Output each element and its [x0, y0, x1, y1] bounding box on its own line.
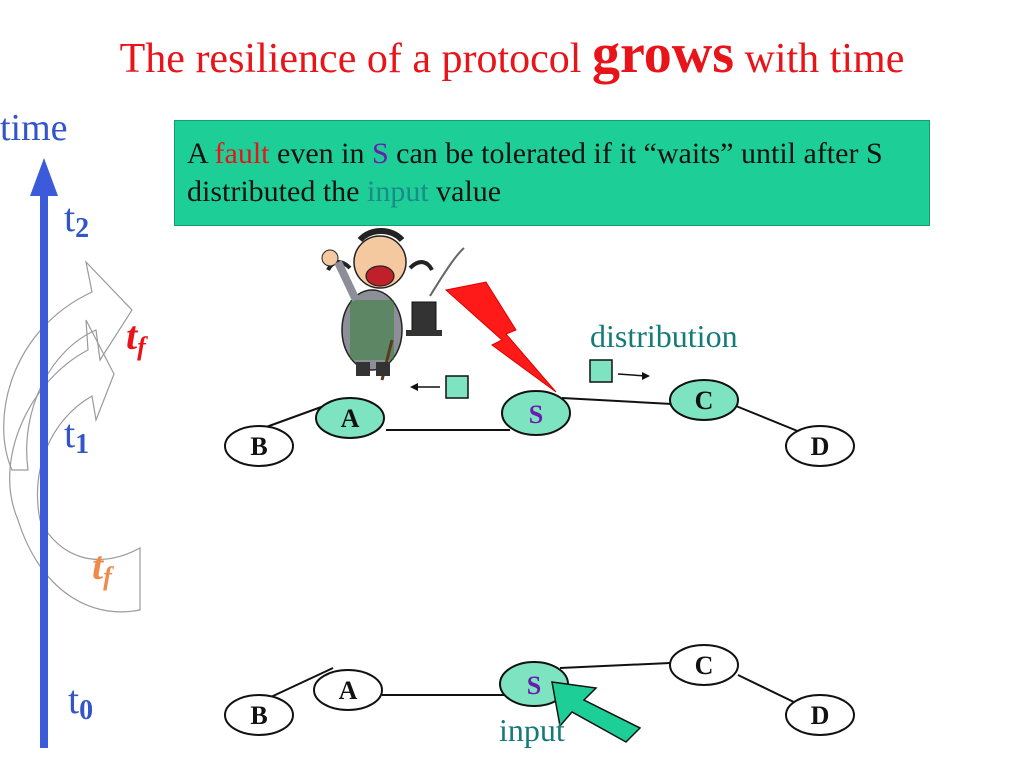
title-emphasis: grows [591, 23, 735, 85]
input-arrow-icon [551, 681, 642, 743]
upper-node-d [785, 425, 855, 467]
lower-node-c [669, 644, 739, 686]
distribution-label: distribution [590, 318, 738, 354]
t2-label: t2 [64, 195, 90, 244]
note-s-word: S [371, 137, 389, 170]
input-label: input [499, 712, 565, 748]
upper-node-c [669, 379, 739, 421]
title-prefix: The resilience of a protocol [119, 36, 592, 82]
message-packet-left-icon [445, 375, 469, 399]
lower-node-c-label: C [695, 651, 714, 680]
upper-node-s [501, 390, 571, 436]
upper-node-s-label: S [529, 400, 543, 429]
t1-label: t1 [64, 411, 90, 460]
lower-node-s-label: S [527, 671, 541, 700]
lower-node-a [313, 669, 383, 711]
note-box: A fault even in S can be tolerated if it… [174, 120, 930, 226]
lower-graph-edges [257, 662, 801, 706]
upper-node-b [224, 425, 294, 467]
lightning-bolt-icon [444, 281, 557, 393]
lower-node-d-label: D [811, 701, 830, 730]
upper-node-d-label: D [811, 432, 830, 461]
lower-node-b-label: B [250, 701, 267, 730]
tf-lower-label: tf [92, 543, 112, 591]
curved-arrow-upper-icon [3, 260, 133, 471]
time-axis-label: time [0, 107, 68, 149]
page-title: The resilience of a protocol grows with … [0, 22, 1024, 86]
lower-node-b [224, 694, 294, 736]
lower-node-d [785, 694, 855, 736]
time-axis-arrow-icon [30, 158, 58, 196]
upper-node-c-label: C [695, 386, 714, 415]
curved-arrow-lower-icon [9, 319, 141, 613]
upper-node-b-label: B [250, 432, 267, 461]
lower-node-a-label: A [339, 676, 358, 705]
note-fault-word: fault [214, 137, 270, 170]
cartoon-villain-icon [321, 228, 465, 381]
tf-upper-label: tf [126, 313, 146, 361]
title-suffix: with time [734, 36, 905, 82]
message-packet-right-icon [589, 359, 613, 383]
note-input-word: input [366, 175, 429, 208]
upper-node-a-label: A [341, 404, 360, 433]
t0-label: t0 [68, 677, 94, 726]
upper-node-a [315, 397, 385, 439]
